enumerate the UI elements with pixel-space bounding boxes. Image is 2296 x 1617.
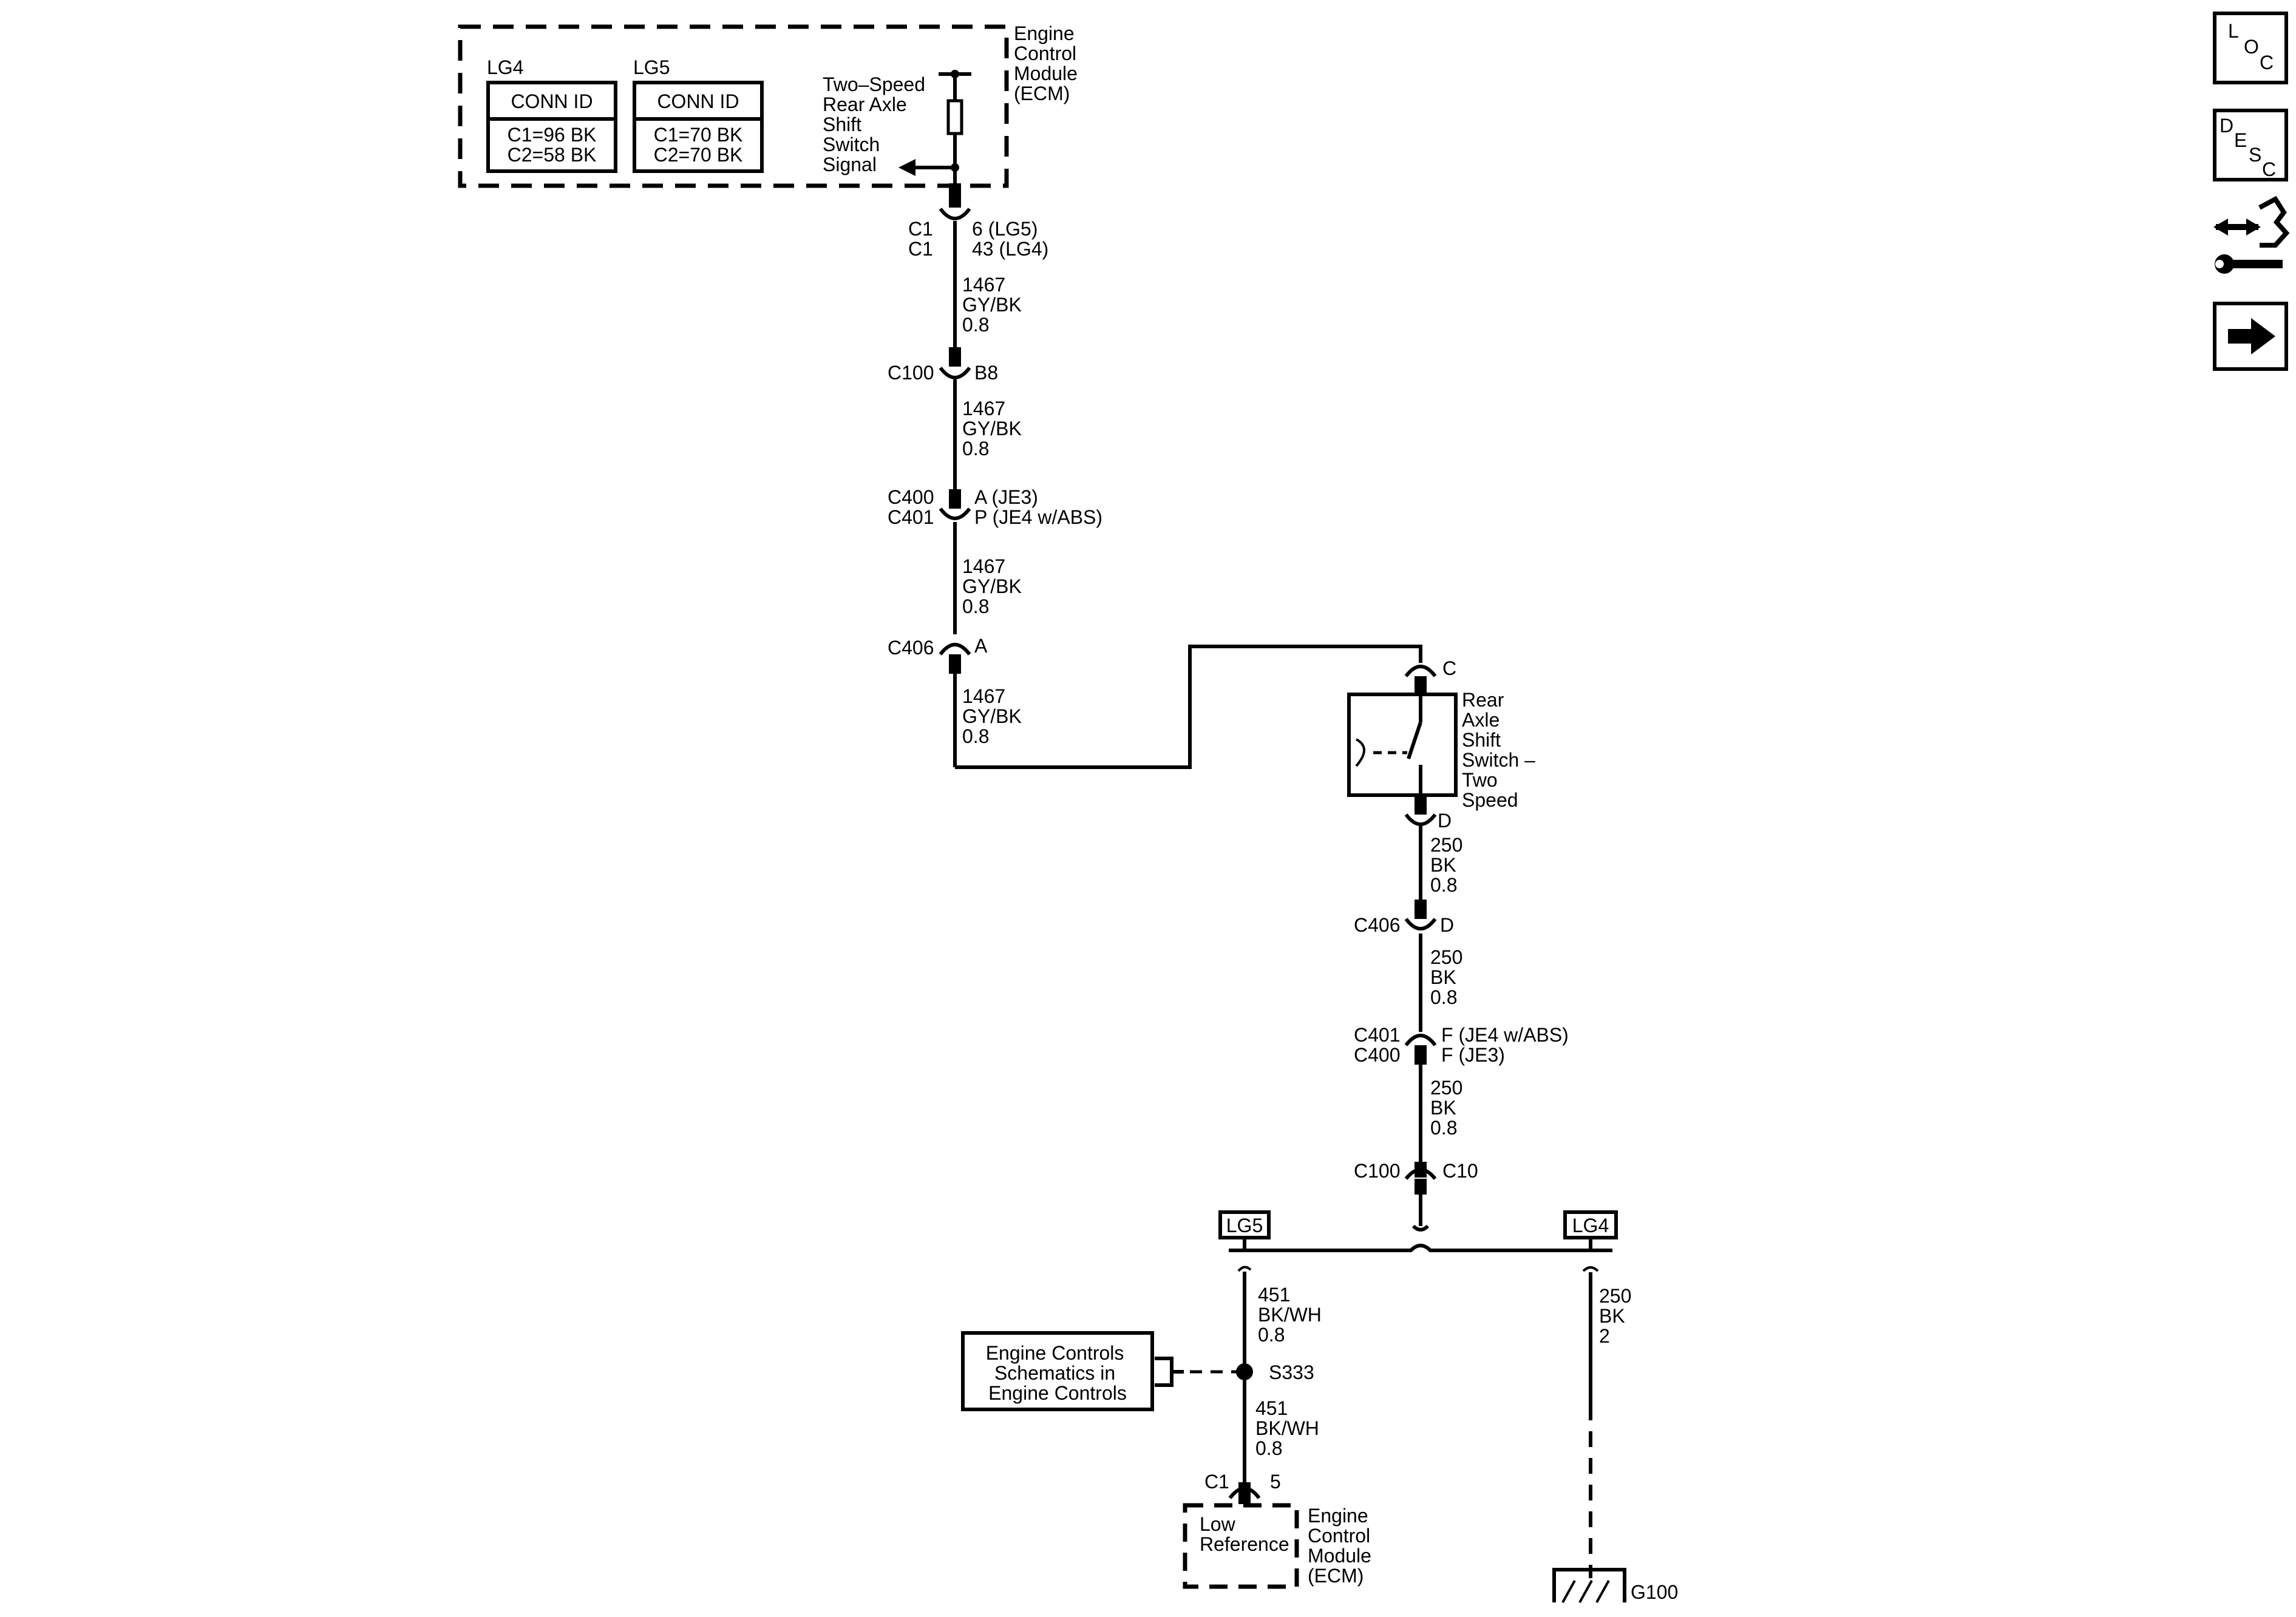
connector-tool-button[interactable] <box>2213 195 2290 274</box>
connector-wrench-icon <box>2213 195 2290 274</box>
connector-c100-top-left: C100 <box>888 362 934 384</box>
desc-button[interactable]: D E S C <box>2213 109 2288 181</box>
circuit-250-ground-wires <box>1582 1266 1599 1578</box>
splice-s333-dot <box>1236 1363 1253 1380</box>
connector-c1-bottom: C1 5 <box>1204 1471 1281 1504</box>
lg4-conn-id-table: CONN ID C1=96 BK C2=58 BK <box>486 81 617 173</box>
lg4-label: LG4 <box>487 56 523 78</box>
connector-c406-top-left: C406 <box>888 637 934 659</box>
option-lg4-label: LG4 <box>1572 1215 1609 1236</box>
option-lg5-label: LG5 <box>1226 1215 1263 1236</box>
low-reference-label: Low Reference <box>1200 1513 1289 1555</box>
lg5-c2-value: C2=70 BK <box>654 144 743 166</box>
connector-c100-c10: C100 C10 <box>1354 1160 1478 1195</box>
wire-1467-label-3: 1467 GY/BK 0.8 <box>962 555 1027 617</box>
connector-c1-top: C1 C1 6 (LG5) 43 (LG4) <box>908 183 1048 260</box>
connector-c401-c400-mid-left: C401 C400 <box>1354 1024 1405 1066</box>
engine-controls-reference-label: Engine Controls Schematics in Engine Con… <box>986 1342 1130 1404</box>
right-arrow-icon <box>2228 318 2275 354</box>
connector-c406-mid-left: C406 <box>1354 914 1401 936</box>
desc-letter-e: E <box>2234 129 2247 151</box>
ecm-top-title: Engine Control Module (ECM) <box>1014 22 1083 104</box>
lg4-c2-value: C2=58 BK <box>508 144 597 166</box>
connector-c400-c401-top-right: A (JE3) P (JE4 w/ABS) <box>974 486 1102 528</box>
connector-c1-bottom-right: 5 <box>1270 1471 1281 1493</box>
circuit-451-wires <box>1155 1266 1253 1482</box>
loc-letter-o: O <box>2244 36 2259 58</box>
connector-c100-top-right: B8 <box>974 362 998 384</box>
engine-controls-reference-box[interactable]: Engine Controls Schematics in Engine Con… <box>961 1331 1154 1411</box>
connector-c1-bottom-left: C1 <box>1204 1471 1229 1493</box>
next-page-button[interactable] <box>2213 302 2288 371</box>
lg5-conn-id-heading: CONN ID <box>657 90 739 112</box>
switch-pin-c: C <box>1442 657 1456 679</box>
desc-letter-c: C <box>2262 158 2276 180</box>
signal-circuit-symbol <box>898 70 971 182</box>
switch-label: Rear Axle Shift Switch – Two Speed <box>1462 689 1541 811</box>
connector-c406-top-right: A <box>974 635 988 657</box>
signal-arrow-icon <box>898 159 915 176</box>
connector-c400-c401-top-left: C400 C401 <box>888 486 939 528</box>
connector-c401-c400-mid: C401 C400 F (JE4 w/ABS) F (JE3) <box>1354 1024 1574 1066</box>
switch-pin-d: D <box>1438 810 1452 832</box>
circuit-1467-wires <box>953 182 1422 769</box>
splice-s333-label: S333 <box>1269 1361 1314 1383</box>
option-lg4-badge: LG4 <box>1563 1210 1618 1239</box>
desc-letter-s: S <box>2249 144 2261 166</box>
connector-c100-b8: C100 B8 <box>888 347 998 384</box>
wire-1467-label-1: 1467 GY/BK 0.8 <box>962 274 1027 336</box>
ground-g100-symbol: G100 <box>1552 1568 1678 1603</box>
shift-switch-signal-label: Two–Speed Rear Axle Shift Switch Signal <box>823 73 931 175</box>
option-lg5-badge: LG5 <box>1218 1210 1271 1239</box>
lg4-c1-value: C1=96 BK <box>508 124 597 146</box>
connector-c1-top-right: 6 (LG5) 43 (LG4) <box>972 218 1048 260</box>
connector-c400-c401-top: C400 C401 A (JE3) P (JE4 w/ABS) <box>888 486 1102 528</box>
lg5-c1-value: C1=70 BK <box>654 124 743 146</box>
connector-c401-c400-mid-right: F (JE4 w/ABS) F (JE3) <box>1441 1024 1574 1066</box>
wire-250-label-2: 250 BK 0.8 <box>1430 946 1468 1008</box>
ecm-module-bottom: Low Reference Engine Control Module (ECM… <box>1183 1503 1377 1589</box>
ecm-bottom-title: Engine Control Module (ECM) <box>1308 1505 1377 1587</box>
ecm-module-top: Engine Control Module (ECM) LG4 CONN ID … <box>458 22 1083 188</box>
wire-451-label-2: 451 BK/WH 0.8 <box>1255 1397 1325 1459</box>
loc-button[interactable]: L O C <box>2213 12 2288 84</box>
rear-axle-shift-switch: C D Rear Axle Shift Switch – Two Speed <box>1347 657 1541 832</box>
wire-250-label-1: 250 BK 0.8 <box>1430 834 1468 896</box>
wire-250-ground-label: 250 BK 2 <box>1599 1285 1637 1347</box>
loc-letter-l: L <box>2228 20 2239 42</box>
wire-1467-label-2: 1467 GY/BK 0.8 <box>962 398 1027 459</box>
wire-451-label-1: 451 BK/WH 0.8 <box>1258 1284 1327 1346</box>
connector-c1-top-left: C1 C1 <box>908 218 939 260</box>
ground-g100-label: G100 <box>1631 1581 1678 1603</box>
lg5-conn-id-table: CONN ID C1=70 BK C2=70 BK <box>633 81 764 173</box>
lg4-conn-id-heading: CONN ID <box>511 90 593 112</box>
wire-250-label-3: 250 BK 0.8 <box>1430 1077 1468 1139</box>
connector-c100-mid-right: C10 <box>1442 1160 1478 1182</box>
connector-c406-mid-right: D <box>1440 914 1454 936</box>
connector-c100-mid-left: C100 <box>1354 1160 1401 1182</box>
connector-c406-a: C406 A <box>888 635 988 674</box>
loc-letter-c: C <box>2260 52 2274 73</box>
option-split-bus <box>1229 1220 1612 1252</box>
lg5-label: LG5 <box>633 56 670 78</box>
connector-c406-d: C406 D <box>1354 900 1454 936</box>
wire-1467-label-4: 1467 GY/BK 0.8 <box>962 685 1027 747</box>
desc-letter-d: D <box>2220 115 2233 137</box>
